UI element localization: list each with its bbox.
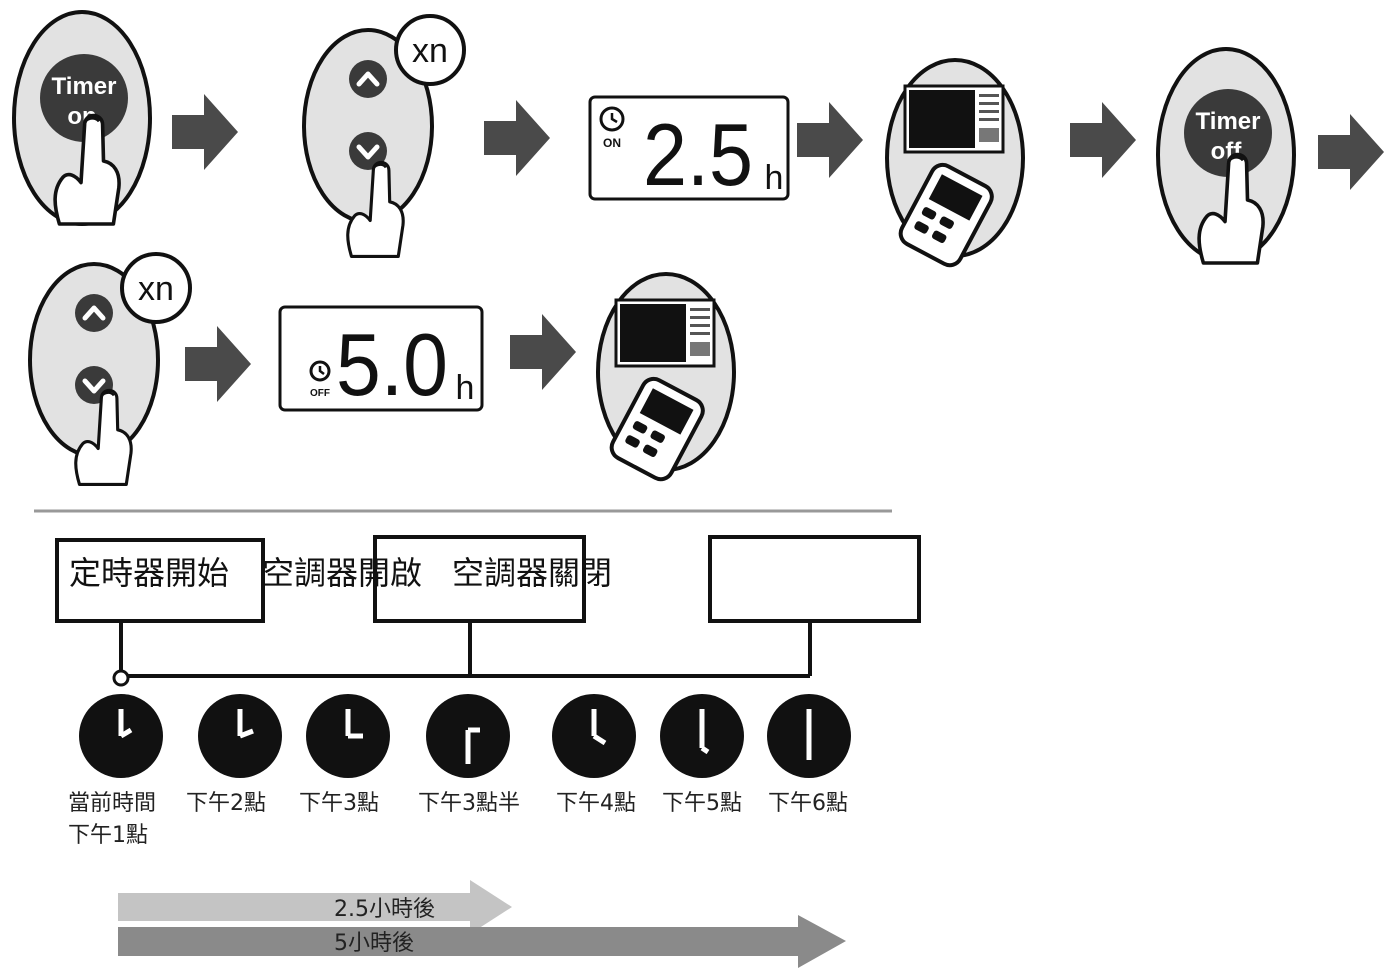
timer-on-step: Timer on <box>12 10 152 226</box>
timer-start-label: 定時器開始 <box>69 554 229 592</box>
arrow-icon <box>510 314 576 390</box>
timer-off-label-1: Timer <box>1196 108 1261 135</box>
ac-on-label: 空調器開啟 <box>262 554 422 592</box>
air-conditioner-icon <box>596 272 736 486</box>
arrow-icon <box>1070 102 1136 178</box>
repeat-label: xn <box>138 270 174 308</box>
clock-label: 下午6點 <box>768 791 848 816</box>
arrow-icon <box>484 100 550 176</box>
clock-label: 下午3點 <box>299 791 379 816</box>
clock-1pm <box>79 694 163 778</box>
repeat-badge <box>394 14 466 86</box>
arrow-icon <box>172 94 238 170</box>
air-conditioner-icon <box>885 58 1025 272</box>
arrow-icon <box>185 326 251 402</box>
clock-330pm <box>426 694 510 778</box>
clock-icon <box>599 106 625 132</box>
timer-start-box <box>55 538 265 623</box>
ac-off-label: 空調器關閉 <box>452 554 612 592</box>
clock-label: 當前時間 <box>68 791 156 816</box>
timer-off-step: Timer off <box>1156 47 1296 265</box>
timer-on-label-1: Timer <box>52 73 117 100</box>
clock-3pm <box>306 694 390 778</box>
duration-arrow-2-5h <box>118 880 512 934</box>
clock-6pm <box>767 694 851 778</box>
clock-5pm <box>660 694 744 778</box>
on-indicator: ON <box>603 136 621 150</box>
on-timer-unit: h <box>765 159 784 197</box>
duration-label-5h: 5小時後 <box>334 931 414 956</box>
timer-on-button[interactable] <box>40 54 128 142</box>
timeline-start-marker <box>112 669 130 687</box>
duration-label-2-5h: 2.5小時後 <box>334 897 435 922</box>
clock-label: 下午3點半 <box>418 791 520 816</box>
adjust-step-off: xn <box>30 252 192 486</box>
clock-label: 下午4點 <box>556 791 636 816</box>
off-timer-unit: h <box>456 369 475 407</box>
clock-label: 下午1點 <box>68 823 148 848</box>
timer-off-button[interactable] <box>1184 89 1272 177</box>
repeat-label: xn <box>412 32 448 70</box>
arrow-icon <box>1318 114 1384 190</box>
clock-2pm <box>198 694 282 778</box>
arrow-icon <box>797 102 863 178</box>
clock-label: 下午2點 <box>186 791 266 816</box>
on-timer-value: 2.5 <box>643 105 753 204</box>
off-timer-display: OFF 5.0 h <box>278 305 484 414</box>
clock-label: 下午5點 <box>662 791 742 816</box>
on-timer-display: ON 2.5 h <box>588 95 790 204</box>
clock-4pm <box>552 694 636 778</box>
ac-on-box <box>373 535 586 623</box>
repeat-badge <box>120 252 192 324</box>
off-indicator: OFF <box>310 388 330 399</box>
duration-arrow-5h <box>118 915 846 968</box>
adjust-step-on: xn <box>304 14 466 258</box>
off-timer-value: 5.0 <box>336 315 448 414</box>
clock-icon <box>309 360 331 382</box>
ac-off-box <box>708 535 921 623</box>
